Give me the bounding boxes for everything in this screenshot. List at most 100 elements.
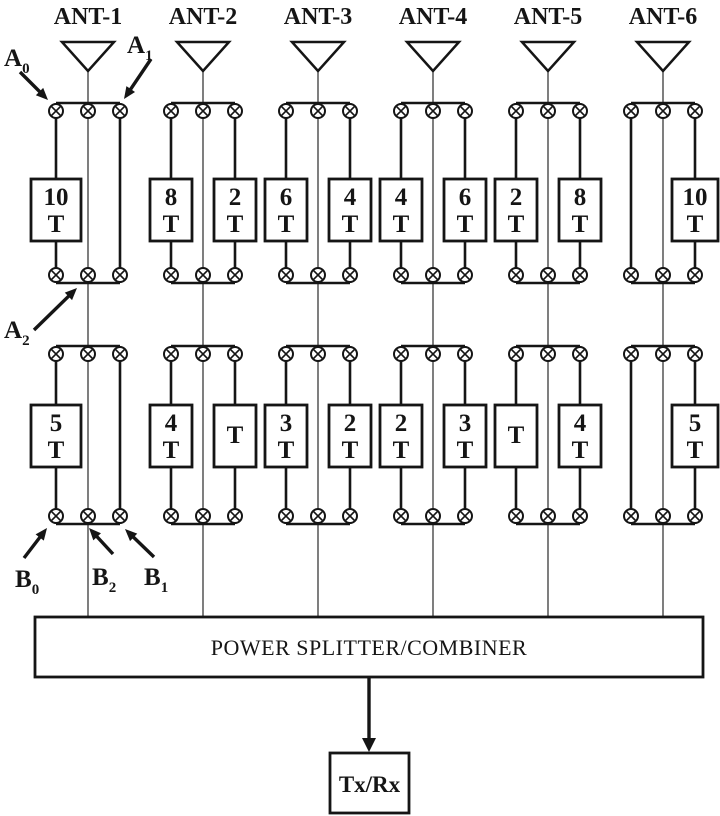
switch-cross-line [395,510,407,522]
switch-cross-line [344,105,356,117]
switch-cross-line [312,105,324,117]
switch-icon [80,103,96,119]
switch-cross-line [657,269,669,281]
switch-cross-line [280,269,292,281]
delay-box-label: 10 [44,184,69,211]
switch-cross-line [312,269,324,281]
txrx-box [328,751,411,815]
delay-box-label: 2 [344,410,357,437]
switch-cross-line [427,269,439,281]
antenna-label: ANT-1 [54,4,122,30]
delay-box-rect [29,403,83,469]
arrow-head-icon [124,86,136,99]
switch-cross-line [459,269,471,281]
delay-line-box: 8T [148,177,194,243]
annotation-arrow-icon [125,529,156,559]
switch-cross-line [280,510,292,522]
switch-cross-line [82,269,94,281]
antenna-icon [634,40,692,73]
switch-cross-line [197,105,209,117]
switch-icon [227,508,243,524]
switch-icon [393,346,409,362]
switch-icon [48,346,64,362]
switch-icon [195,508,211,524]
switch-icon [310,103,326,119]
antenna-icon [289,40,347,73]
switch-icon [342,103,358,119]
delay-box-label: 5 [50,410,63,437]
switch-icon [540,267,556,283]
switch-cross-line [395,348,407,360]
annotation-label: B1 [144,564,168,596]
switch-icon [278,346,294,362]
switch-cross-line [50,348,62,360]
arrow-shaft [127,58,153,93]
annotation-letter: B [92,564,109,591]
delay-box-label: T [163,211,180,238]
splitter-to-txrx-arrow-icon [362,677,376,752]
switch-cross-line [510,269,522,281]
switch-icon [112,103,128,119]
switch-cross-line [197,510,209,522]
switch-cross-line [574,510,586,522]
switch-icon [80,346,96,362]
power-splitter-label: POWER SPLITTER/COMBINER [211,635,527,660]
annotation-subscript: 0 [32,582,40,598]
switch-cross-line [114,269,126,281]
delay-box-label: 6 [459,184,472,211]
switch-cross-line [459,105,471,117]
arrow-shaft [32,293,72,332]
switch-icon [655,508,671,524]
switch-cross-line [165,105,177,117]
annotation-letter: B [15,566,32,593]
switch-cross-line [197,348,209,360]
arrow-shaft [22,534,43,560]
delay-box-rect [212,177,258,243]
delay-box-rect [493,403,539,469]
delay-box-label: T [278,211,295,238]
arrow-shaft [18,70,43,95]
annotation-letter: A [4,45,22,72]
switch-cross-line [165,510,177,522]
switch-cross-line [229,269,241,281]
switch-cross-line [427,510,439,522]
switch-icon [572,346,588,362]
switch-icon [540,346,556,362]
switch-cross-line [625,348,637,360]
arrow-head-icon [64,288,77,301]
switch-cross-line [114,348,126,360]
delay-box-label: T [508,422,525,449]
arrow-shaft [93,533,115,556]
switch-cross-line [542,105,554,117]
switch-cross-line [574,348,586,360]
annotation-subscript: 0 [22,61,30,77]
annotation-label: B0 [15,566,39,598]
antenna-label: ANT-5 [514,4,582,30]
switch-icon [457,267,473,283]
delay-box-rect [327,403,373,469]
switch-icon [623,103,639,119]
phase-shifter-bay: 10T [623,101,720,285]
delay-box-label: 8 [165,184,178,211]
switch-cross-line [625,269,637,281]
switch-cross-line [542,348,554,360]
annotation-letter: B [144,564,161,591]
delay-box-label: 6 [280,184,293,211]
delay-line-box: 5T [670,403,720,469]
delay-box-rect [378,403,424,469]
switch-cross-line [625,105,637,117]
switch-icon [655,103,671,119]
delay-line-box: 2T [493,177,539,243]
delay-line-box: 4T [148,403,194,469]
antenna-label: ANT-2 [169,4,237,30]
delay-box-label: 4 [395,184,408,211]
delay-box-label: T [687,437,704,464]
switch-icon [425,508,441,524]
switch-cross-line [395,105,407,117]
annotation-B2: B2 [89,528,116,596]
